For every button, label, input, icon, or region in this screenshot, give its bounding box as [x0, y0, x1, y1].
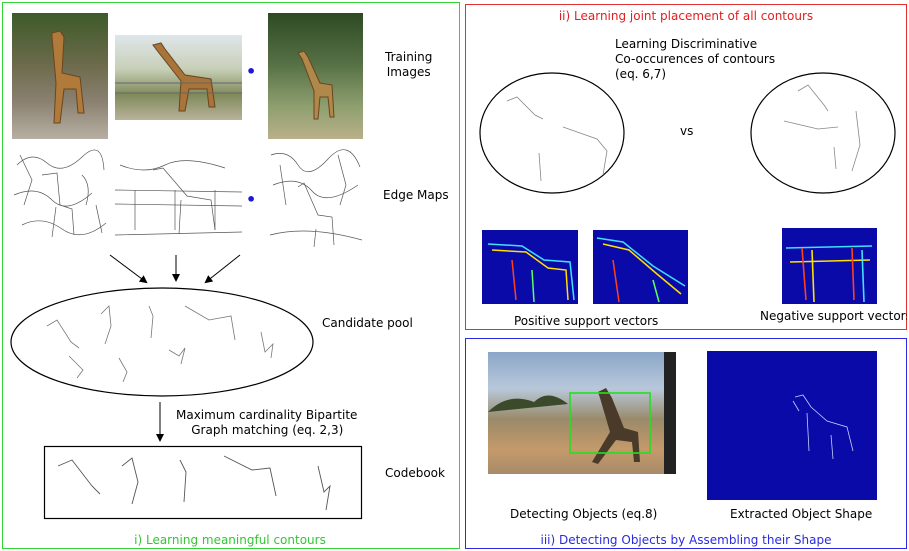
edge-map-lines	[114, 160, 243, 236]
heatmap-strokes	[785, 245, 873, 303]
edge-map-2	[114, 160, 243, 242]
edge-map-1	[12, 145, 108, 241]
edge-maps-label: Edge Maps	[383, 188, 449, 202]
panel-learning-contours	[2, 2, 460, 549]
panel-detecting-objects	[465, 338, 907, 549]
panel2-title: ii) Learning joint placement of all cont…	[558, 9, 814, 23]
heatmap-strokes	[596, 237, 686, 303]
giraffe-silhouette-icon	[297, 50, 335, 120]
detect-label: Detecting Objects (eq.8)	[510, 507, 658, 521]
codebook-box	[43, 445, 363, 520]
training-images-label: Training Images	[385, 50, 433, 79]
panel1-caption: i) Learning meaningful contours	[134, 533, 326, 547]
detection-box	[569, 392, 651, 454]
giraffe-silhouette-icon	[51, 30, 85, 124]
training-image-2	[115, 35, 242, 120]
negative-heatmap	[782, 228, 877, 304]
giraffe-silhouette-icon	[115, 42, 242, 112]
edge-map-lines	[269, 149, 363, 248]
discriminative-label: Learning Discriminative Co-occurences of…	[615, 37, 776, 81]
arrows-to-pool	[109, 254, 241, 284]
training-image-1	[12, 13, 108, 139]
candidate-pool-label: Candidate pool	[322, 316, 413, 330]
negative-contour-circle	[750, 72, 896, 194]
detection-image	[488, 352, 676, 474]
panel3-caption: iii) Detecting Objects by Assembling the…	[540, 533, 832, 547]
extract-label: Extracted Object Shape	[730, 507, 873, 521]
edge-map-lines	[13, 149, 107, 238]
extracted-shape-strokes	[792, 394, 854, 460]
negative-support-label: Negative support vectors	[760, 309, 907, 323]
positive-contour-circle	[479, 72, 625, 194]
matching-label: Maximum cardinality Bipartite Graph matc…	[176, 408, 358, 437]
positive-heatmap-2	[593, 230, 688, 304]
training-image-3	[268, 13, 363, 139]
codebook-label: Codebook	[385, 466, 445, 480]
heatmap-strokes	[487, 243, 575, 303]
arrow-to-codebook	[156, 402, 164, 442]
detection-scene	[488, 352, 676, 474]
candidate-pool-ellipse	[10, 287, 314, 397]
extracted-shape-image	[707, 351, 877, 500]
positive-support-label: Positive support vectors	[514, 314, 659, 328]
positive-heatmap-1	[482, 230, 578, 304]
panel-joint-placement	[465, 4, 907, 330]
edge-map-3	[268, 145, 363, 249]
vs-label: vs	[680, 124, 694, 138]
